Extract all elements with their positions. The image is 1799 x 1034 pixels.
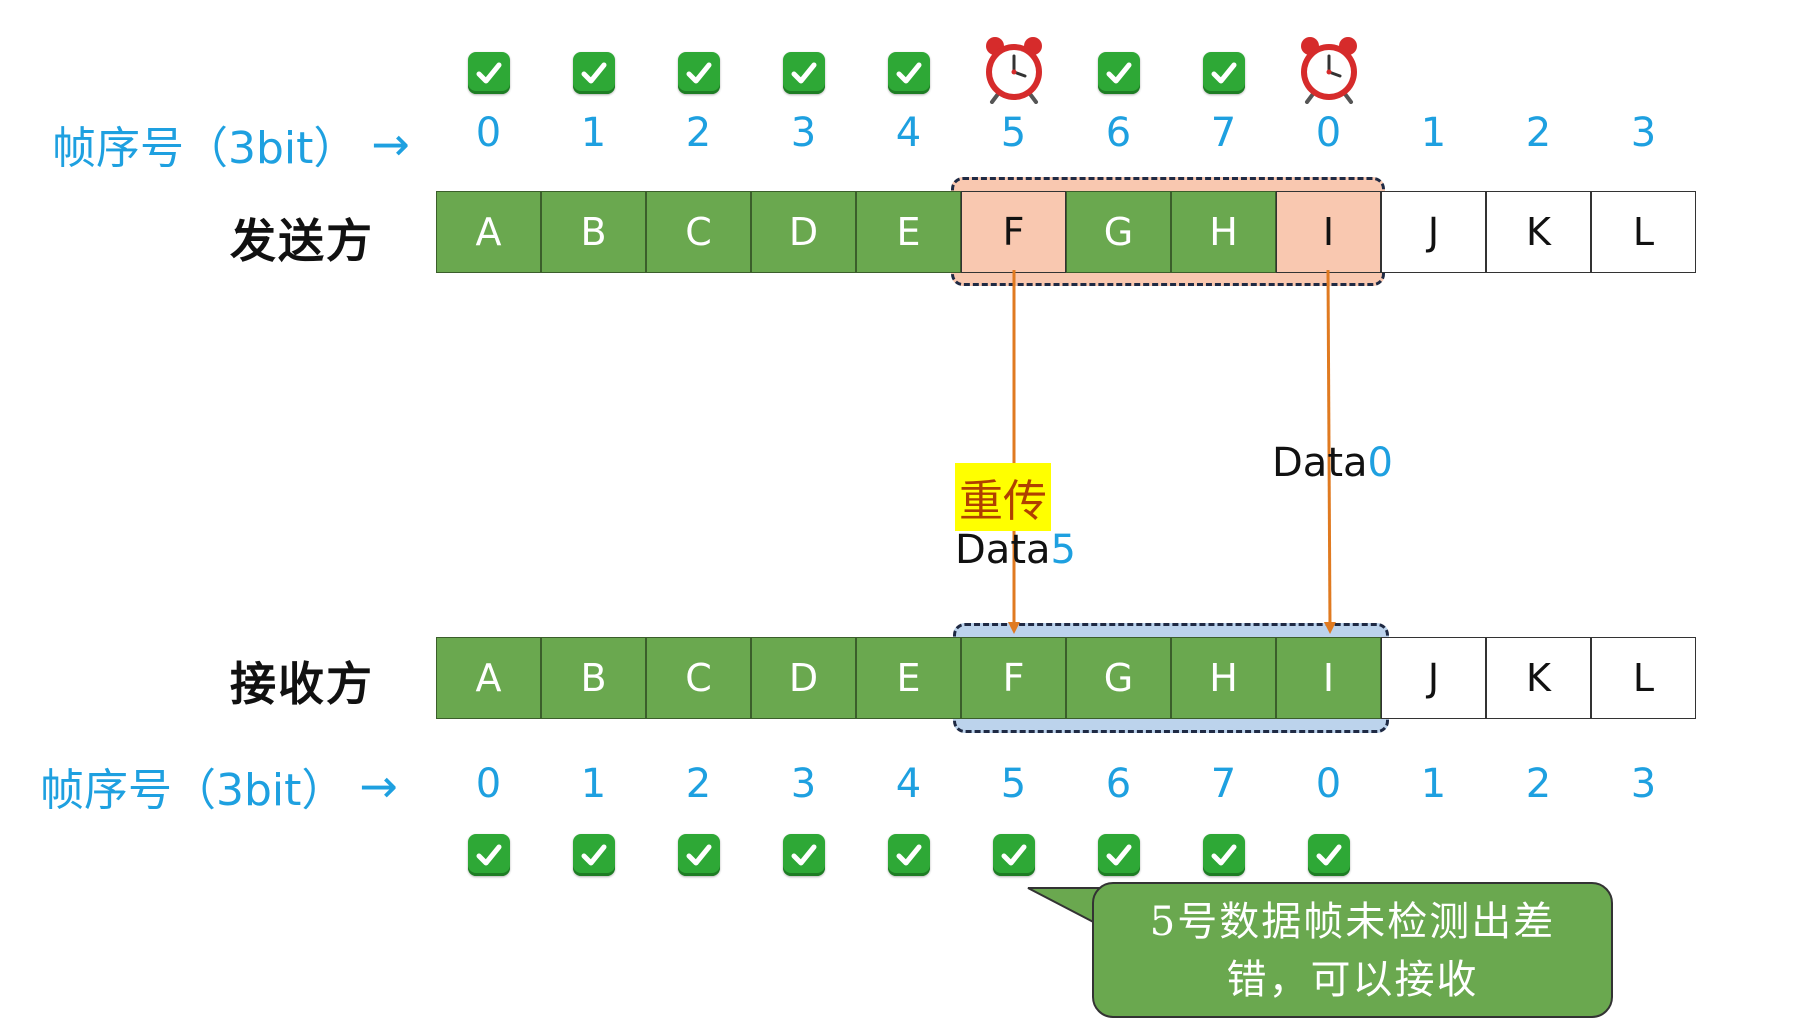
receiver-frame-a: A xyxy=(436,637,541,719)
sender-frame-a: A xyxy=(436,191,541,273)
sender-seq-number: 0 xyxy=(1315,110,1342,156)
receiver-seq-arrow-icon: → xyxy=(359,759,398,813)
sender-frame-e: E xyxy=(856,191,961,273)
sender-seq-number: 2 xyxy=(685,110,712,156)
data5-prefix: Data xyxy=(955,527,1051,573)
receiver-seq-number: 3 xyxy=(1630,761,1657,807)
data0-label: Data0 xyxy=(1272,440,1393,486)
receiver-seq-number: 2 xyxy=(1525,761,1552,807)
sender-alarm-clock-icon xyxy=(1293,32,1365,104)
sender-frame-b: B xyxy=(541,191,646,273)
receiver-seq-number: 2 xyxy=(685,761,712,807)
receiver-seq-label: 帧序号（3bit） xyxy=(40,765,346,816)
receiver-seq-number: 0 xyxy=(475,761,502,807)
callout-text: 5号数据帧未检测出差 错，可以接收 xyxy=(1093,893,1612,1009)
sender-alarm-clock-icon xyxy=(978,32,1050,104)
sender-label: 发送方 xyxy=(230,214,374,268)
sender-frame-h: H xyxy=(1171,191,1276,273)
receiver-seq-number: 6 xyxy=(1105,761,1132,807)
sender-seq-number: 3 xyxy=(790,110,817,156)
receiver-check-icon xyxy=(782,834,825,876)
sender-check-icon xyxy=(467,52,510,94)
sender-seq-label-row: 帧序号（3bit） → xyxy=(52,112,410,176)
receiver-frame-l: L xyxy=(1591,637,1696,719)
callout-line-1: 5号数据帧未检测出差 xyxy=(1149,899,1556,945)
receiver-frame-i: I xyxy=(1276,637,1381,719)
data5-label: Data5 xyxy=(955,527,1076,573)
sender-frame-f: F xyxy=(961,191,1066,273)
receiver-check-icon xyxy=(1202,834,1245,876)
sender-seq-number: 5 xyxy=(1000,110,1027,156)
sender-seq-number: 3 xyxy=(1630,110,1657,156)
sender-frame-i: I xyxy=(1276,191,1381,273)
receiver-frame-b: B xyxy=(541,637,646,719)
sender-seq-number: 7 xyxy=(1210,110,1237,156)
sender-frame-g: G xyxy=(1066,191,1171,273)
sender-check-icon xyxy=(887,52,930,94)
receiver-seq-number: 0 xyxy=(1315,761,1342,807)
receiver-frame-d: D xyxy=(751,637,856,719)
sender-seq-number: 4 xyxy=(895,110,922,156)
sender-seq-label: 帧序号（3bit） xyxy=(52,123,358,174)
receiver-seq-number: 5 xyxy=(1000,761,1027,807)
sender-frame-j: J xyxy=(1381,191,1486,273)
sender-frame-c: C xyxy=(646,191,751,273)
sender-seq-arrow-icon: → xyxy=(371,117,410,171)
receiver-frame-j: J xyxy=(1381,637,1486,719)
sender-check-icon xyxy=(677,52,720,94)
sender-seq-number: 6 xyxy=(1105,110,1132,156)
sender-seq-number: 2 xyxy=(1525,110,1552,156)
receiver-check-icon xyxy=(992,834,1035,876)
receiver-seq-number: 3 xyxy=(790,761,817,807)
receiver-frame-f: F xyxy=(961,637,1066,719)
data0-prefix: Data xyxy=(1272,440,1368,486)
receiver-seq-label-row: 帧序号（3bit） → xyxy=(40,754,398,818)
data0-number: 0 xyxy=(1367,440,1393,486)
receiver-frame-k: K xyxy=(1486,637,1591,719)
receiver-check-icon xyxy=(1097,834,1140,876)
receiver-check-icon xyxy=(572,834,615,876)
receiver-check-icon xyxy=(1307,834,1350,876)
sender-seq-number: 0 xyxy=(475,110,502,156)
sender-frame-k: K xyxy=(1486,191,1591,273)
receiver-frame-c: C xyxy=(646,637,751,719)
receiver-seq-number: 7 xyxy=(1210,761,1237,807)
sender-seq-number: 1 xyxy=(1420,110,1447,156)
receiver-label: 接收方 xyxy=(230,657,374,711)
receiver-frame-h: H xyxy=(1171,637,1276,719)
receiver-seq-number: 1 xyxy=(1420,761,1447,807)
receiver-seq-number: 4 xyxy=(895,761,922,807)
receiver-check-icon xyxy=(467,834,510,876)
receiver-frame-e: E xyxy=(856,637,961,719)
receiver-check-icon xyxy=(677,834,720,876)
sender-check-icon xyxy=(1202,52,1245,94)
receiver-seq-number: 1 xyxy=(580,761,607,807)
sender-frame-l: L xyxy=(1591,191,1696,273)
sender-check-icon xyxy=(782,52,825,94)
receiver-frame-g: G xyxy=(1066,637,1171,719)
data5-number: 5 xyxy=(1050,527,1076,573)
retransmit-tag: 重传 xyxy=(955,463,1051,531)
callout-line-2: 错，可以接收 xyxy=(1226,957,1479,1003)
sender-seq-number: 1 xyxy=(580,110,607,156)
sender-check-icon xyxy=(572,52,615,94)
sender-frame-d: D xyxy=(751,191,856,273)
data0-arrow xyxy=(1323,269,1336,634)
receiver-check-icon xyxy=(887,834,930,876)
sender-check-icon xyxy=(1097,52,1140,94)
